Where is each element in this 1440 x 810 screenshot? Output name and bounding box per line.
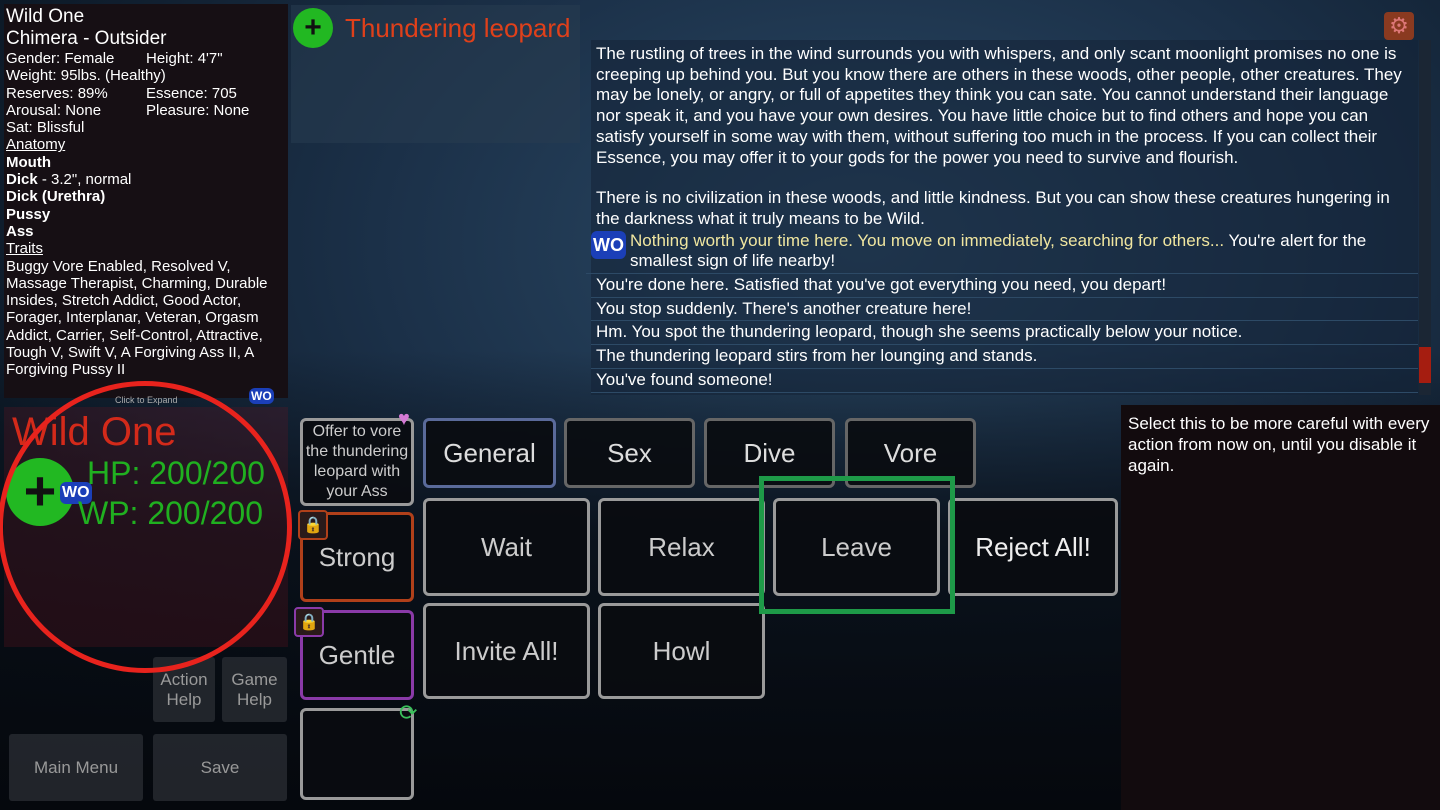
gentle-toggle[interactable]: Gentle xyxy=(300,610,414,700)
target-name: Thundering leopard xyxy=(345,13,571,43)
target-portrait[interactable] xyxy=(291,5,580,143)
gender: Gender: Female xyxy=(6,50,115,67)
anatomy-ass: Ass xyxy=(6,222,34,240)
anatomy-dick: Dick xyxy=(6,171,38,189)
tab-general[interactable]: General xyxy=(423,418,556,488)
log-entry-highlight: WO Nothing worth your time here. You mov… xyxy=(586,230,1418,275)
log-scrollbar[interactable] xyxy=(1419,40,1431,395)
character-name: Wild One xyxy=(6,6,85,27)
hearts-icon: ♥ xyxy=(398,408,410,430)
anatomy-pussy: Pussy xyxy=(6,205,51,223)
highlight-rest: You're alert for the smallest sign of li… xyxy=(630,230,1367,271)
wo-badge-small: WO xyxy=(249,388,274,404)
offer-vore-button[interactable]: Offer to vore the thundering leopard wit… xyxy=(300,418,414,506)
character-race: Chimera - Outsider xyxy=(6,28,167,49)
height: Height: 4'7" xyxy=(146,50,223,67)
traits-list: Buggy Vore Enabled, Resolved V, Massage … xyxy=(6,257,268,379)
tab-sex[interactable]: Sex xyxy=(564,418,695,488)
howl-button[interactable]: Howl xyxy=(598,603,765,699)
weight: Weight: 95lbs. (Healthy) xyxy=(6,67,166,85)
reserves: Reserves: 89% xyxy=(6,84,108,102)
anatomy-urethra: Dick (Urethra) xyxy=(6,188,106,206)
message-log: The rustling of trees in the wind surrou… xyxy=(586,40,1418,395)
log-entry: Hm. You spot the thundering leopard, tho… xyxy=(591,321,1418,346)
anatomy-header[interactable]: Anatomy xyxy=(6,136,66,154)
scrollbar-thumb[interactable] xyxy=(1419,347,1431,383)
invite-all-button[interactable]: Invite All! xyxy=(423,603,590,699)
highlight-text: Nothing worth your time here. You move o… xyxy=(630,230,1225,250)
action-help-button[interactable]: Action Help xyxy=(153,657,215,722)
lock-icon: 🔒 xyxy=(294,607,324,637)
satiation: Sat: Blissful xyxy=(6,119,85,137)
traits-header[interactable]: Traits xyxy=(6,240,43,258)
wait-button[interactable]: Wait xyxy=(423,498,590,596)
pleasure: Pleasure: None xyxy=(146,101,250,119)
empty-slot[interactable] xyxy=(300,708,414,800)
dick-detail: - 3.2", normal xyxy=(37,171,132,189)
health-plus-icon: + xyxy=(293,8,333,48)
wo-badge: WO xyxy=(591,230,626,259)
lock-icon: 🔒 xyxy=(298,510,328,540)
essence: Essence: 705 xyxy=(146,84,237,102)
relax-button[interactable]: Relax xyxy=(598,498,765,596)
settings-gear-icon[interactable]: ⚙ xyxy=(1384,12,1414,40)
save-button[interactable]: Save xyxy=(153,734,287,801)
tooltip-panel: Select this to be more careful with ever… xyxy=(1121,405,1440,810)
main-menu-button[interactable]: Main Menu xyxy=(9,734,143,801)
log-intro-2: There is no civilization in these woods,… xyxy=(596,188,1390,228)
annotation-red-circle xyxy=(0,381,292,673)
log-intro-1: The rustling of trees in the wind surrou… xyxy=(596,44,1402,167)
game-help-button[interactable]: Game Help xyxy=(222,657,287,722)
anatomy-mouth: Mouth xyxy=(6,153,51,171)
reject-all-button[interactable]: Reject All! xyxy=(948,498,1118,596)
log-entry: You stop suddenly. There's another creat… xyxy=(591,298,1418,322)
log-entry: You're done here. Satisfied that you've … xyxy=(591,274,1418,298)
character-sheet[interactable]: Wild One Chimera - Outsider Gender: Fema… xyxy=(4,4,288,398)
refresh-icon[interactable]: ⟳ xyxy=(399,700,418,725)
log-entry: You've found someone! xyxy=(591,369,1418,393)
leave-button[interactable]: Leave xyxy=(773,498,940,596)
annotation-green-box xyxy=(759,476,955,614)
arousal: Arousal: None xyxy=(6,101,102,119)
log-entry: The thundering leopard stirs from her lo… xyxy=(591,345,1418,369)
